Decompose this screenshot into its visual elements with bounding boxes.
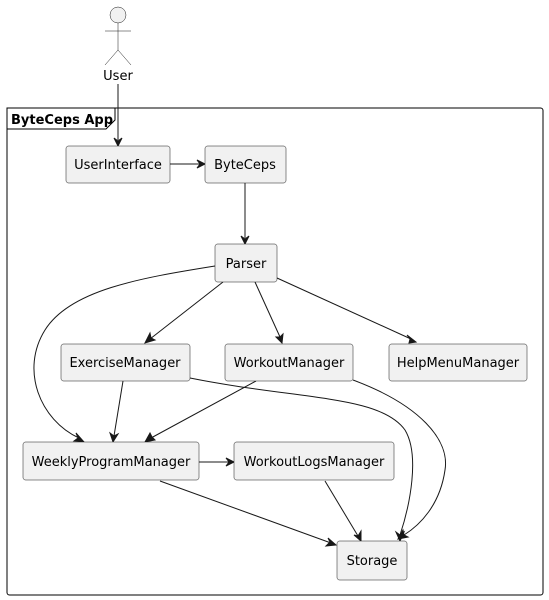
edge-parser-to-helpmenumanager [276, 277, 412, 340]
frame-title: ByteCeps App [11, 113, 113, 128]
arrow-workoutmanager-to-weeklyprogrammanager [144, 431, 157, 443]
edge-weeklyprogrammanager-to-storage [159, 480, 332, 544]
arrow-workoutmanager-to-storage [397, 528, 410, 540]
arrow-exercisemanager-to-weeklyprogrammanager [109, 431, 120, 444]
edge-parser-to-workoutmanager [254, 281, 281, 338]
node-byteceps-box [204, 145, 287, 184]
user-actor: User [103, 6, 133, 84]
arrow-byteceps-to-parser [240, 235, 250, 246]
edge-workoutlogsmanager-to-storage [324, 480, 359, 537]
arrow-weeklyprogrammanager-to-workoutlogsmanager [225, 457, 236, 467]
edge-workoutmanager-to-storage [352, 379, 447, 536]
node-byteceps: ByteCeps [204, 145, 287, 184]
edges [33, 84, 447, 547]
node-storage-label: Storage [347, 554, 398, 569]
node-exercisemanager-box [60, 343, 191, 382]
arrow-user-to-userinterface [113, 137, 123, 148]
arrow-parser-to-helpmenumanager [406, 334, 418, 344]
frame-border [6, 107, 544, 596]
actor-label: User [103, 69, 133, 84]
node-byteceps-label: ByteCeps [214, 158, 276, 173]
actor-head [109, 6, 127, 24]
node-workoutmanager: WorkoutManager [224, 343, 354, 382]
node-parser-label: Parser [226, 257, 267, 272]
node-weeklyprogrammanager: WeeklyProgramManager [22, 441, 200, 481]
arrow-parser-to-exercisemanager [144, 331, 157, 344]
node-storage: Storage [336, 540, 408, 581]
node-parser-box [214, 243, 278, 283]
node-weeklyprogrammanager-label: WeeklyProgramManager [32, 455, 191, 470]
node-userinterface-box [65, 145, 171, 184]
node-parser: Parser [214, 243, 278, 283]
node-workoutlogsmanager-box [233, 441, 395, 481]
node-workoutmanager-box [224, 343, 354, 382]
node-weeklyprogrammanager-box [22, 441, 200, 481]
node-helpmenumanager: HelpMenuManager [388, 343, 528, 382]
node-workoutlogsmanager-label: WorkoutLogsManager [244, 455, 385, 470]
package-frame: ByteCeps App [6, 107, 544, 596]
actor-right-leg [117, 49, 132, 66]
arrow-workoutlogsmanager-to-storage [353, 529, 362, 543]
actor-left-leg [104, 49, 119, 66]
edge-parser-to-weeklyprogrammanager [33, 265, 216, 439]
node-userinterface-label: UserInterface [74, 158, 162, 173]
arrow-parser-to-weeklyprogrammanager [72, 432, 86, 443]
node-userinterface: UserInterface [65, 145, 171, 184]
frame-title-tab [6, 107, 116, 130]
edge-workoutmanager-to-weeklyprogrammanager [150, 380, 257, 439]
node-workoutlogsmanager: WorkoutLogsManager [233, 441, 395, 481]
arrow-weeklyprogrammanager-to-storage [324, 537, 338, 547]
edge-parser-to-exercisemanager [149, 281, 224, 340]
node-workoutmanager-label: WorkoutManager [234, 356, 345, 371]
node-helpmenumanager-label: HelpMenuManager [397, 356, 520, 371]
edge-exercisemanager-to-weeklyprogrammanager [113, 380, 124, 437]
edge-exercisemanager-to-storage [189, 377, 414, 536]
node-storage-box [336, 540, 408, 581]
arrow-parser-to-workoutmanager [274, 332, 284, 345]
node-helpmenumanager-box [388, 343, 528, 382]
node-exercisemanager-label: ExerciseManager [69, 356, 181, 371]
node-exercisemanager: ExerciseManager [60, 343, 191, 382]
arrow-userinterface-to-byteceps [196, 159, 207, 169]
